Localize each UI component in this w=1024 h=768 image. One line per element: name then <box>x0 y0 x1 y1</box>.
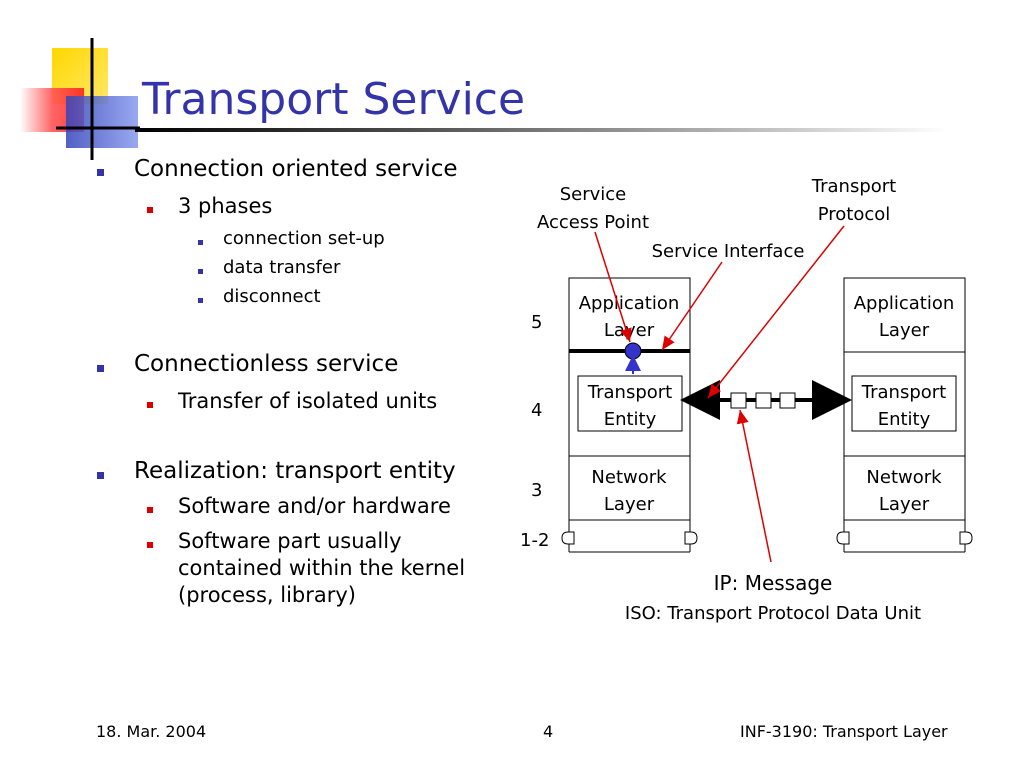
right-app-label-2: Layer <box>879 320 930 341</box>
bullet-marker <box>198 298 203 303</box>
sap-circle <box>624 342 642 360</box>
layer-number: 3 <box>531 480 542 501</box>
tpdu-box <box>755 392 772 409</box>
footer-page-number: 4 <box>543 722 554 741</box>
left-transport-entity-box <box>577 375 683 432</box>
service-interface-pointer <box>661 261 723 351</box>
footer-date: 18. Mar. 2004 <box>96 722 207 741</box>
layer-number: 5 <box>531 312 542 333</box>
bullet-text: contained within the kernel <box>178 556 466 580</box>
bullet-marker <box>198 269 203 274</box>
slide-title: Transport Service <box>142 74 526 125</box>
bullet-marker <box>147 207 153 213</box>
left-transport-label-1: Transport <box>587 382 672 403</box>
right-transport-label-1: Transport <box>861 382 946 403</box>
slide-logo <box>20 38 140 160</box>
left-app-label-1: Application <box>579 293 680 314</box>
left-stack: Application Layer Transport Entity Netwo… <box>561 277 698 553</box>
bullet-marker <box>147 542 153 548</box>
ip-message-label: IP: Message <box>714 571 833 595</box>
bullet-text: (process, library) <box>178 583 356 607</box>
iso-tpdu-label: ISO: Transport Protocol Data Unit <box>625 603 921 624</box>
right-network-label-1: Network <box>866 467 942 488</box>
tpdu-box <box>730 392 747 409</box>
right-app-label-1: Application <box>854 293 955 314</box>
bullet-marker <box>97 169 104 176</box>
layer-number: 4 <box>531 400 542 421</box>
bullet-text: Software part usually <box>178 529 402 553</box>
right-stack: Application Layer Transport Entity Netwo… <box>836 277 973 553</box>
bullet-text: 3 phases <box>178 194 273 218</box>
bullet-text: Connection oriented service <box>134 156 458 182</box>
bullet-text: disconnect <box>223 286 321 307</box>
left-network-label-2: Layer <box>604 494 655 515</box>
left-network-label-1: Network <box>591 467 667 488</box>
tpdu-box <box>779 392 796 409</box>
bullet-text: data transfer <box>223 257 341 278</box>
bullet-text: Transfer of isolated units <box>178 389 438 413</box>
right-transport-entity-box <box>851 375 957 432</box>
protocol-label-line2: Protocol <box>818 204 891 225</box>
sap-label-line2: Access Point <box>537 212 649 233</box>
bullet-text: Software and/or hardware <box>178 494 451 518</box>
protocol-label-line1: Transport <box>811 176 896 197</box>
sap-label-line1: Service <box>560 184 627 205</box>
title-underline <box>135 128 949 132</box>
bullet-marker <box>147 402 153 408</box>
right-network-label-2: Layer <box>879 494 930 515</box>
layer-number: 1-2 <box>520 530 549 551</box>
transport-diagram: Service Access Point Transport Protocol … <box>520 176 973 624</box>
bullet-text: connection set-up <box>223 228 385 249</box>
footer-course: INF-3190: Transport Layer <box>740 722 948 741</box>
bullet-marker <box>97 472 104 479</box>
right-transport-label-2: Entity <box>878 409 931 430</box>
tpdu-pointer <box>736 409 772 563</box>
bullet-text: Connectionless service <box>134 351 399 377</box>
sap-pointer <box>594 231 632 343</box>
bullet-marker <box>198 240 203 245</box>
left-transport-label-2: Entity <box>604 409 657 430</box>
transport-protocol-pointer <box>707 225 845 399</box>
bullet-marker <box>97 365 104 372</box>
bullet-marker <box>147 507 153 513</box>
service-interface-label: Service Interface <box>652 241 805 262</box>
bullet-text: Realization: transport entity <box>134 458 456 484</box>
